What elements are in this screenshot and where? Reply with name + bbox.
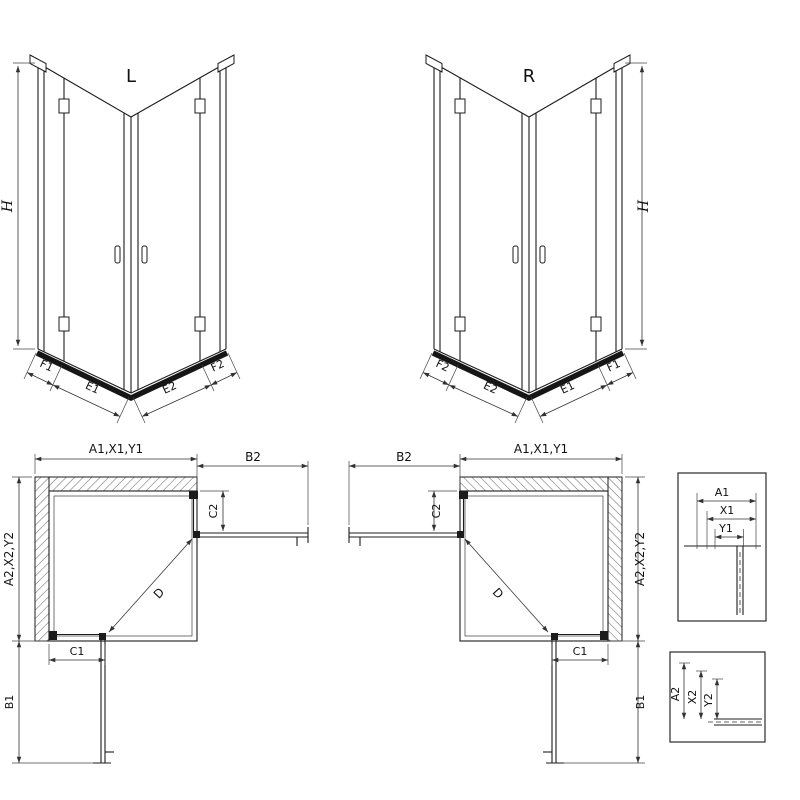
dim-label-b2-right: B2	[396, 450, 412, 464]
dim-label-e1-right: E1	[558, 379, 576, 397]
dim-label-h-left: H	[0, 199, 16, 213]
plan-view-geometry	[12, 454, 309, 764]
dim-label-a2x2y2-left: A2,X2,Y2	[2, 532, 16, 586]
fixed-panel-and-door-right	[189, 491, 309, 546]
isometric-view-left-labels: L H F1 E1 E2 F2	[0, 66, 226, 397]
detail-bottom-dimensions	[679, 662, 723, 719]
dim-label-c2-left: C2	[207, 504, 220, 519]
dim-label-c1-right: C1	[573, 645, 588, 658]
dim-label-f2-right: F2	[434, 357, 452, 374]
detail-top-profile	[684, 545, 761, 615]
shower-tray-inner	[53, 495, 193, 637]
dim-label-a1x1y1-left: A1,X1,Y1	[89, 442, 143, 456]
door-handles	[114, 245, 148, 264]
detail-top-dimensions	[696, 493, 757, 549]
detail-label-y1: Y1	[718, 522, 733, 535]
dim-label-f2-left: F2	[209, 357, 227, 374]
detail-label-a1: A1	[715, 486, 730, 499]
glass-panels	[37, 62, 227, 394]
dim-label-b2-left: B2	[245, 450, 261, 464]
plan-dimension-lines	[12, 454, 309, 764]
dim-label-e2-right: E2	[481, 379, 499, 397]
dim-label-h-right: H	[636, 199, 652, 213]
detail-box-top-frame	[677, 472, 767, 622]
view-title-left: L	[126, 66, 136, 87]
detail-box-bottom: A2 X2 Y2	[669, 651, 766, 743]
plan-view-right-geometry	[349, 454, 645, 763]
detail-label-x1: X1	[720, 504, 735, 517]
detail-bottom-profile	[708, 718, 762, 726]
shower-tray-edge	[35, 350, 229, 402]
dim-label-a1x1y1-right: A1,X1,Y1	[514, 442, 568, 456]
dim-label-b1-right: B1	[634, 695, 647, 710]
detail-box-top: A1 X1 Y1	[677, 472, 767, 622]
dim-label-e1-left: E1	[83, 379, 101, 397]
dim-label-d-left: D	[151, 585, 168, 601]
view-title-right: R	[523, 66, 536, 87]
dim-label-a2x2y2-right: A2,X2,Y2	[633, 532, 647, 586]
dim-label-b1-left: B1	[3, 695, 16, 710]
isometric-view-right-labels: R H F2 E2 E1 F1	[434, 66, 652, 397]
door-hinges	[58, 98, 206, 332]
plan-right-labels: A1,X1,Y1 B2 C2 A2,X2,Y2 B1 C1 D	[396, 442, 647, 709]
wall-profile-caps	[29, 54, 235, 73]
dim-label-c1-left: C1	[70, 645, 85, 658]
dim-label-e2-left: E2	[160, 379, 178, 397]
dim-label-f1-left: F1	[38, 357, 56, 374]
isometric-view-geometry	[13, 54, 241, 424]
plan-left-labels: A1,X1,Y1 B2 C2 A2,X2,Y2 B1 C1 D	[2, 442, 261, 709]
dim-label-f1-right: F1	[605, 357, 623, 374]
dim-label-d-right: D	[490, 585, 507, 601]
detail-label-y2: Y2	[702, 693, 715, 708]
wall-top	[34, 476, 198, 492]
detail-label-x2: X2	[686, 690, 699, 705]
wall-left	[34, 476, 50, 642]
detail-label-a2: A2	[669, 687, 682, 702]
dimension-lines	[13, 62, 241, 424]
dim-label-c2-right: C2	[430, 504, 443, 519]
shower-tray-outline	[48, 490, 198, 642]
